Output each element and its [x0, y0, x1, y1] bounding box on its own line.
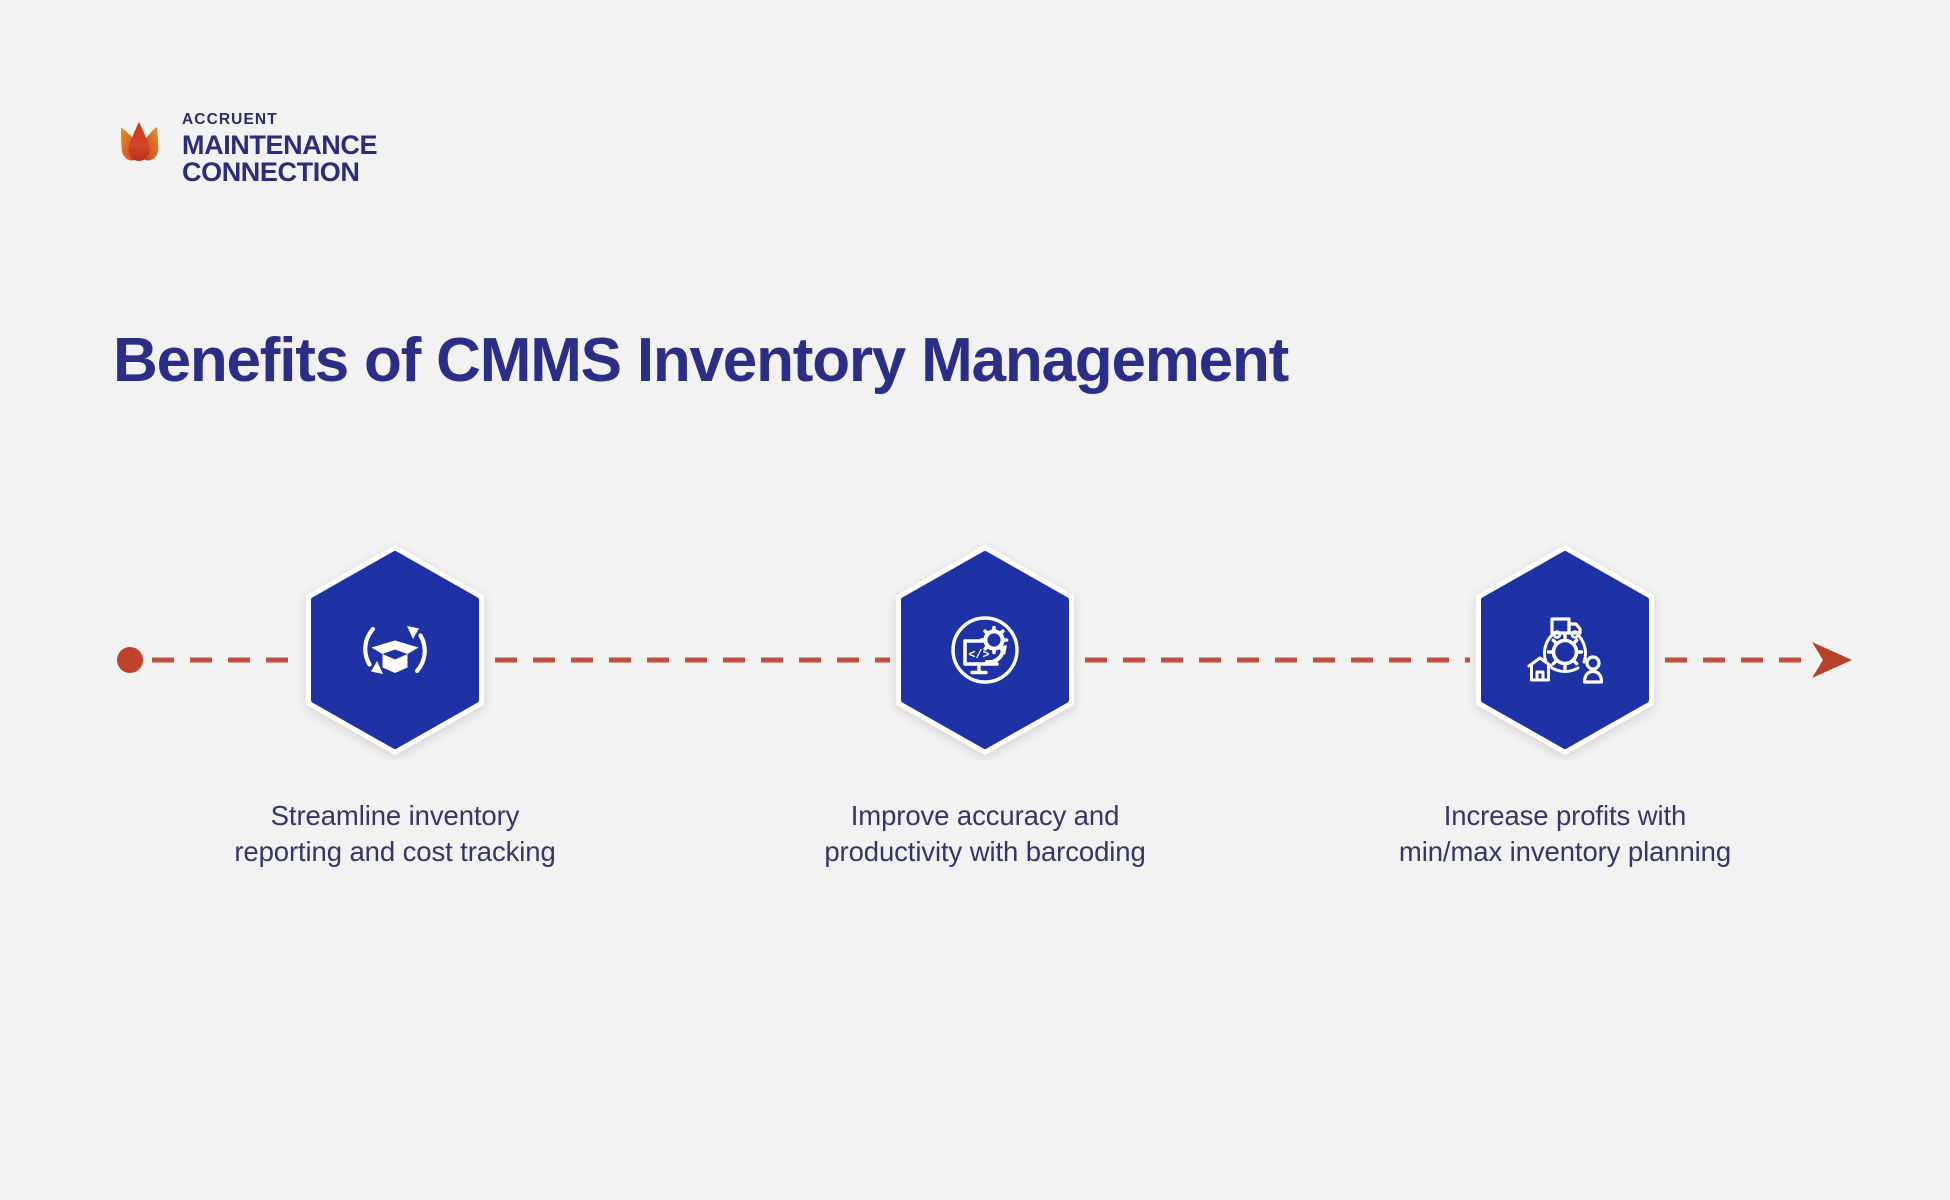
step-item-2[interactable]: </>: [775, 540, 1195, 871]
step-1-caption-line-1: Streamline inventory: [270, 800, 520, 831]
timeline-connector: [0, 630, 1950, 690]
step-3-caption: Increase profits with min/max inventory …: [1399, 798, 1731, 871]
brand-name-line-2: CONNECTION: [182, 157, 360, 188]
step-1-hexagon[interactable]: [291, 540, 499, 760]
step-3-hexagon[interactable]: [1461, 540, 1669, 760]
brand-name-line-1: MAINTENANCE: [182, 129, 378, 160]
step-2-hexagon[interactable]: </>: [881, 540, 1089, 760]
page-title: Benefits of CMMS Inventory Management: [113, 326, 1289, 395]
brand-eyebrow: ACCRUENT: [182, 111, 278, 128]
step-1-caption-line-2: reporting and cost tracking: [234, 836, 556, 868]
step-1-caption: Streamline inventory reporting and cost …: [234, 798, 555, 871]
timeline-start-dot: [117, 647, 143, 673]
step-item-3[interactable]: Increase profits with min/max inventory …: [1355, 540, 1775, 871]
step-2-caption-line-1: Improve accuracy and: [850, 800, 1120, 831]
step-item-1[interactable]: Streamline inventory reporting and cost …: [185, 540, 605, 871]
timeline-arrow-head-icon: [1812, 642, 1852, 678]
svg-text:</>: </>: [969, 649, 990, 662]
step-2-caption: Improve accuracy and productivity with b…: [824, 798, 1145, 871]
box-recycle-inventory-cycle-icon: [349, 604, 441, 696]
step-3-caption-line-2: min/max inventory planning: [1398, 836, 1732, 868]
brand-logo: ACCRUENT MAINTENANCE CONNECTION: [108, 110, 378, 188]
accruent-triple-petal-a-logo-icon: [108, 114, 170, 176]
supply-chain-truck-gear-warehouse-person-icon: [1519, 604, 1611, 696]
step-2-caption-line-2: productivity with barcoding: [824, 836, 1146, 868]
brand-logo-text: ACCRUENT MAINTENANCE CONNECTION: [182, 110, 378, 188]
step-3-caption-line-1: Increase profits with: [1443, 800, 1687, 831]
monitor-code-gear-barcode-automation-icon: </>: [939, 604, 1031, 696]
